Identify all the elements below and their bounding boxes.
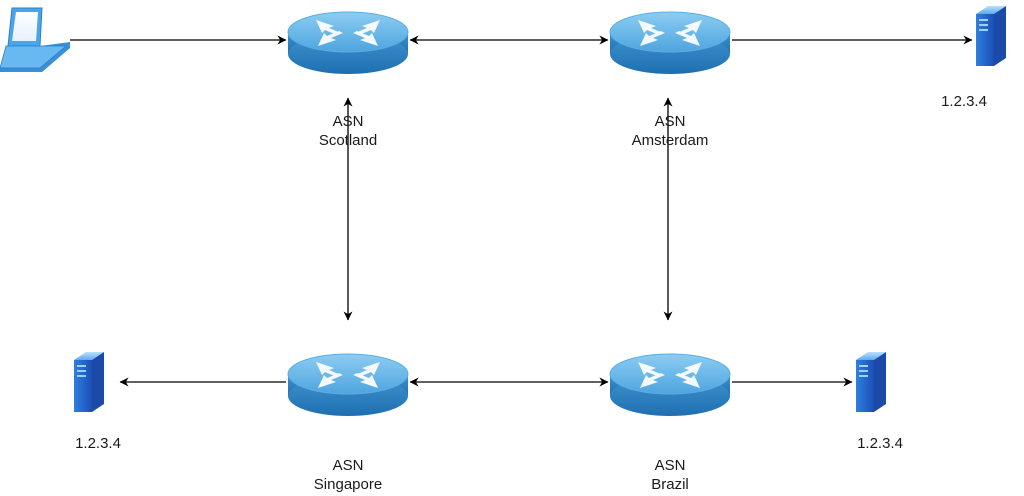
router-icon-amsterdam xyxy=(609,11,731,75)
router-icon-scotland xyxy=(287,11,409,75)
router-icon-brazil xyxy=(609,353,731,417)
router-label-brazil: ASN Brazil xyxy=(580,456,760,494)
server-icon-bottom-right xyxy=(856,352,886,412)
server-icon-bottom-left xyxy=(74,352,104,412)
router-asn: ASN xyxy=(654,113,686,130)
laptop-icon xyxy=(0,7,70,72)
router-icon-singapore xyxy=(287,353,409,417)
router-asn: ASN xyxy=(332,457,364,474)
router-label-singapore: ASN Singapore xyxy=(258,456,438,494)
router-label-scotland: ASN Scotland xyxy=(258,112,438,150)
router-name: Amsterdam xyxy=(631,132,709,149)
server-ip-bottom-left: 1.2.3.4 xyxy=(75,435,121,452)
router-asn: ASN xyxy=(654,457,686,474)
server-icon-top-right xyxy=(976,6,1006,66)
server-ip-top-right: 1.2.3.4 xyxy=(941,93,987,110)
server-ip-bottom-right: 1.2.3.4 xyxy=(857,435,903,452)
router-asn: ASN xyxy=(332,113,364,130)
router-name: Scotland xyxy=(318,132,378,149)
router-label-amsterdam: ASN Amsterdam xyxy=(580,112,760,150)
router-name: Singapore xyxy=(313,476,383,493)
router-name: Brazil xyxy=(651,476,689,493)
